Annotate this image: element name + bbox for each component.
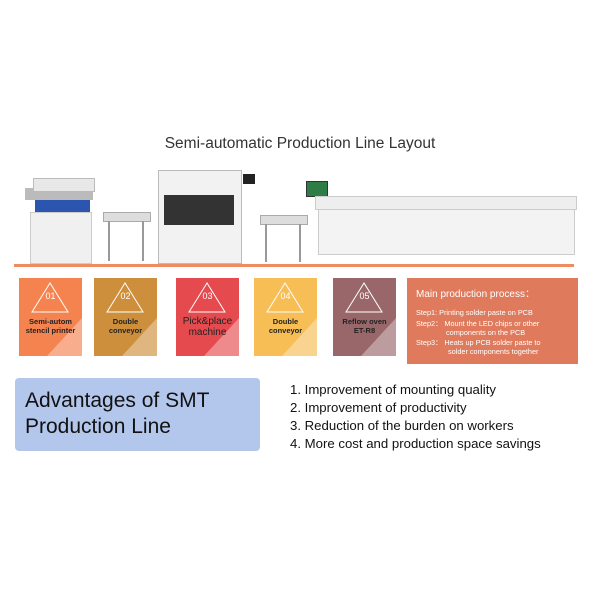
- pick-and-place-image: [158, 170, 255, 264]
- card-number: 03: [202, 291, 213, 301]
- step2-cont: components on the PCB: [446, 328, 526, 337]
- card-background: [176, 278, 239, 356]
- card-number: 02: [120, 291, 131, 301]
- stencil-printer-image: [25, 178, 97, 264]
- step3: Step3： Heats up PCB solder paste to: [416, 338, 541, 347]
- process-heading: Main production process：: [416, 289, 535, 300]
- advantages-heading-box: Advantages of SMT Production Line: [15, 378, 260, 451]
- step3-cont: solder components together: [448, 347, 539, 356]
- step1: Step1: Printing solder paste on PCB: [416, 308, 533, 317]
- conveyor-2-image: [260, 215, 308, 262]
- list-item: 4. More cost and production space saving…: [290, 436, 541, 451]
- reflow-oven-image: [303, 176, 577, 262]
- process-box: Main production process： Step1: Printing…: [407, 278, 578, 364]
- conveyor-1-image: [103, 212, 151, 262]
- page-title: Semi-automatic Production Line Layout: [164, 135, 436, 152]
- production-line-illustration: [0, 0, 600, 275]
- card-number: 04: [280, 291, 291, 301]
- advantages-line2: Production Line: [25, 415, 171, 438]
- list-item: 2. Improvement of productivity: [290, 400, 467, 415]
- card-background: [254, 278, 317, 356]
- card-number: 05: [359, 291, 370, 301]
- advantages-line1: Advantages of SMT: [25, 389, 210, 412]
- list-item: 3. Reduction of the burden on workers: [290, 418, 514, 433]
- advantages-list: 1. Improvement of mounting quality 2. Im…: [290, 381, 541, 453]
- baseline-bar: [14, 264, 574, 267]
- step2: Step2： Mount the LED chips or other: [416, 319, 540, 328]
- card-background: [19, 278, 82, 356]
- list-item: 1. Improvement of mounting quality: [290, 382, 496, 397]
- card-background: [94, 278, 157, 356]
- card-background: [333, 278, 396, 356]
- card-number: 01: [45, 291, 56, 301]
